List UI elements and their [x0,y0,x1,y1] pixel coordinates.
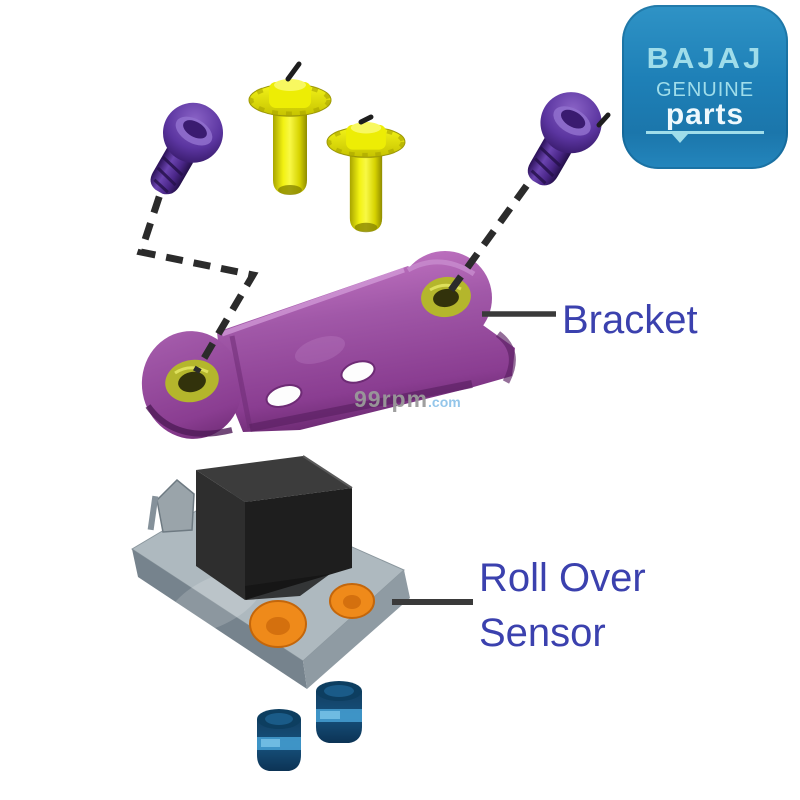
blue-grommet-left [257,709,301,771]
watermark-tld: .com [428,394,461,410]
bracket-hole-left [165,359,219,403]
purple-screw-left [150,102,223,195]
sensor-box-edge-highlight [302,455,353,489]
screw-threads [530,146,562,185]
bracket-shade-left [145,404,233,437]
screw-socket [183,120,207,139]
bolt-tip-shade [278,185,302,195]
bolt-tip-shade [354,222,378,233]
yellow-bolt-left [248,79,332,195]
bajaj-genuine-parts-logo: BAJAJ GENUINE parts [622,5,788,169]
logo-underline [646,131,764,143]
bolt-shaft [273,108,307,194]
logo-arrow-icon [672,134,688,143]
bracket-fold-line [229,335,253,429]
bracket-foot-shade [495,331,516,384]
sensor-plate-front-right [303,570,410,689]
sensor-connector-bump [156,478,195,533]
watermark: 99rpm.com [354,386,461,413]
sensor-box-bottom-shadow [245,574,330,600]
bracket-slot-left [265,384,303,408]
sensor-box-left [196,470,245,600]
bracket-bottom-shade [249,380,473,432]
sensor-connector-pin [147,495,159,531]
sensor-bushing-left [249,600,307,648]
roll-over-sensor-part [131,455,410,689]
sensor-plate-front-left [132,549,307,689]
bolt-boss-top [350,122,382,134]
sensor-label-line1: Roll Over [479,556,646,600]
bracket-part [141,251,516,439]
grommet-band-highlight [320,711,340,719]
sensor-box-top [196,456,352,502]
tick-marks [285,61,611,128]
screw-threads [153,155,184,194]
logo-genuine-text: GENUINE [655,79,755,101]
bracket-texture-spot [294,336,346,364]
sensor-label-line2: Sensor [479,611,606,655]
bracket-top-highlight [221,267,405,337]
assembly-dash-left [136,168,259,374]
sensor-black-box [196,455,353,600]
bracket-slot-right [340,360,376,384]
grommet-band-highlight [261,739,280,747]
sensor-box-right [245,488,352,600]
screw-socket [560,109,586,129]
yellow-bolt-right [326,122,406,233]
bracket-lobe-highlight [406,259,476,277]
bracket-hole-right [421,276,471,318]
bolt-shaft [349,149,383,232]
logo-brand-text: BAJAJ [646,42,764,75]
roll-over-sensor-label: Roll Over Sensor [479,551,646,661]
grommet-top-hole [324,685,354,697]
sensor-bushing-right [329,583,375,619]
tick-mark [285,61,302,82]
tick-mark [358,114,374,125]
bolt-boss-top [274,79,306,91]
tick-mark [596,112,611,128]
blue-grommet-right [316,681,362,743]
purple-screw-right [527,92,602,186]
watermark-name: 99rpm [354,386,429,412]
logo-parts-text: parts [665,98,745,131]
grommet-top-hole [265,713,293,725]
bracket-label: Bracket [562,298,698,342]
